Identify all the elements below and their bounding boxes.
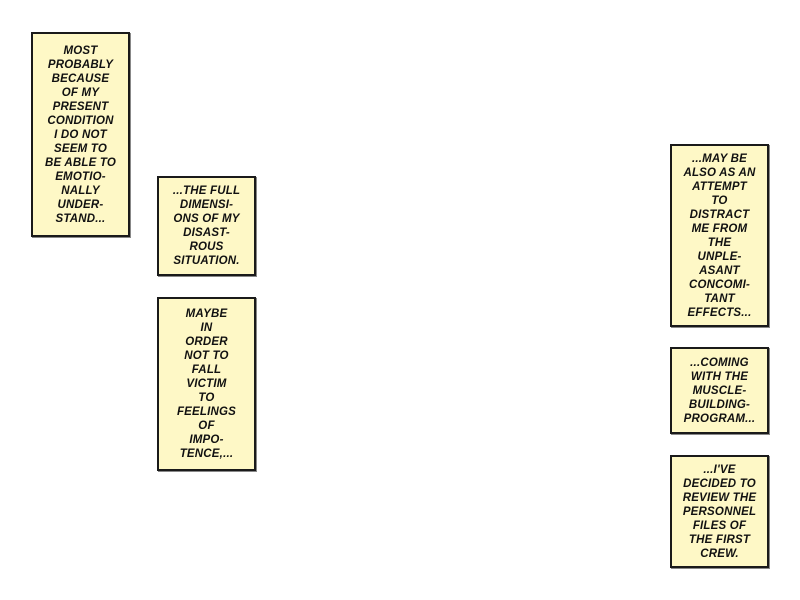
caption-box-1: MOST PROBABLY BECAUSE OF MY PRESENT COND… bbox=[31, 32, 130, 237]
caption-text: ...COMING WITH THE MUSCLE- BUILDING- PRO… bbox=[683, 356, 756, 425]
caption-box-3: MAYBE IN ORDER NOT TO FALL VICTIM TO FEE… bbox=[157, 297, 256, 471]
caption-box-4: ...MAY BE ALSO AS AN ATTEMPT TO DISTRACT… bbox=[670, 144, 769, 327]
caption-box-2: ...THE FULL DIMENSI- ONS OF MY DISAST- R… bbox=[157, 176, 256, 276]
caption-text: ...MAY BE ALSO AS AN ATTEMPT TO DISTRACT… bbox=[683, 152, 756, 319]
caption-text: MOST PROBABLY BECAUSE OF MY PRESENT COND… bbox=[44, 44, 116, 225]
caption-box-5: ...COMING WITH THE MUSCLE- BUILDING- PRO… bbox=[670, 347, 769, 434]
caption-text: ...THE FULL DIMENSI- ONS OF MY DISAST- R… bbox=[172, 185, 241, 267]
caption-box-6: ...I'VE DECIDED TO REVIEW THE PERSONNEL … bbox=[670, 455, 769, 568]
caption-text: ...I'VE DECIDED TO REVIEW THE PERSONNEL … bbox=[682, 463, 757, 560]
caption-text: MAYBE IN ORDER NOT TO FALL VICTIM TO FEE… bbox=[176, 308, 237, 460]
